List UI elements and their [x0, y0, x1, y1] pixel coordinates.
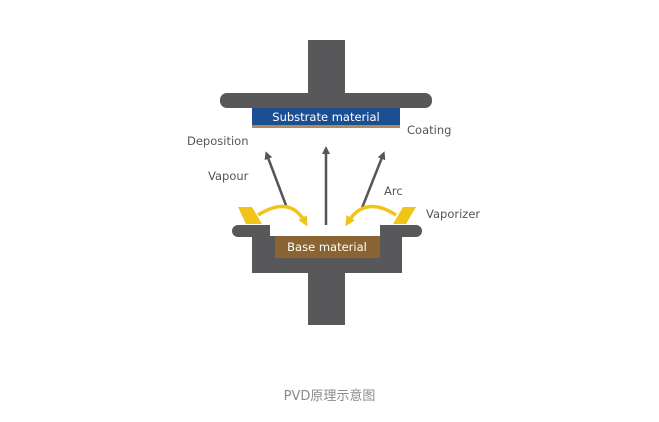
vapour-arrow-left — [264, 151, 289, 209]
substrate-material — [252, 108, 400, 125]
vapour-label: Vapour — [208, 169, 249, 183]
base-material — [275, 236, 380, 258]
base-label: Base material — [287, 240, 367, 254]
top-holder-stem — [308, 40, 345, 98]
coating-label: Coating — [407, 123, 451, 137]
figure-caption: PVD原理示意图 — [283, 389, 376, 404]
arc-label: Arc — [384, 184, 403, 198]
vaporizer-left — [238, 207, 262, 224]
substrate-label: Substrate material — [272, 110, 379, 124]
deposition-label: Deposition — [187, 134, 248, 148]
coating-layer — [252, 125, 400, 128]
top-holder-bar — [220, 93, 432, 108]
vaporizer-label: Vaporizer — [426, 207, 480, 221]
arc-arrow-left — [257, 204, 308, 227]
vaporizer-right — [393, 207, 416, 224]
vapour-arrow-right — [360, 151, 386, 209]
bottom-holder-stem — [308, 265, 345, 325]
arc-arrow-right — [345, 204, 397, 227]
